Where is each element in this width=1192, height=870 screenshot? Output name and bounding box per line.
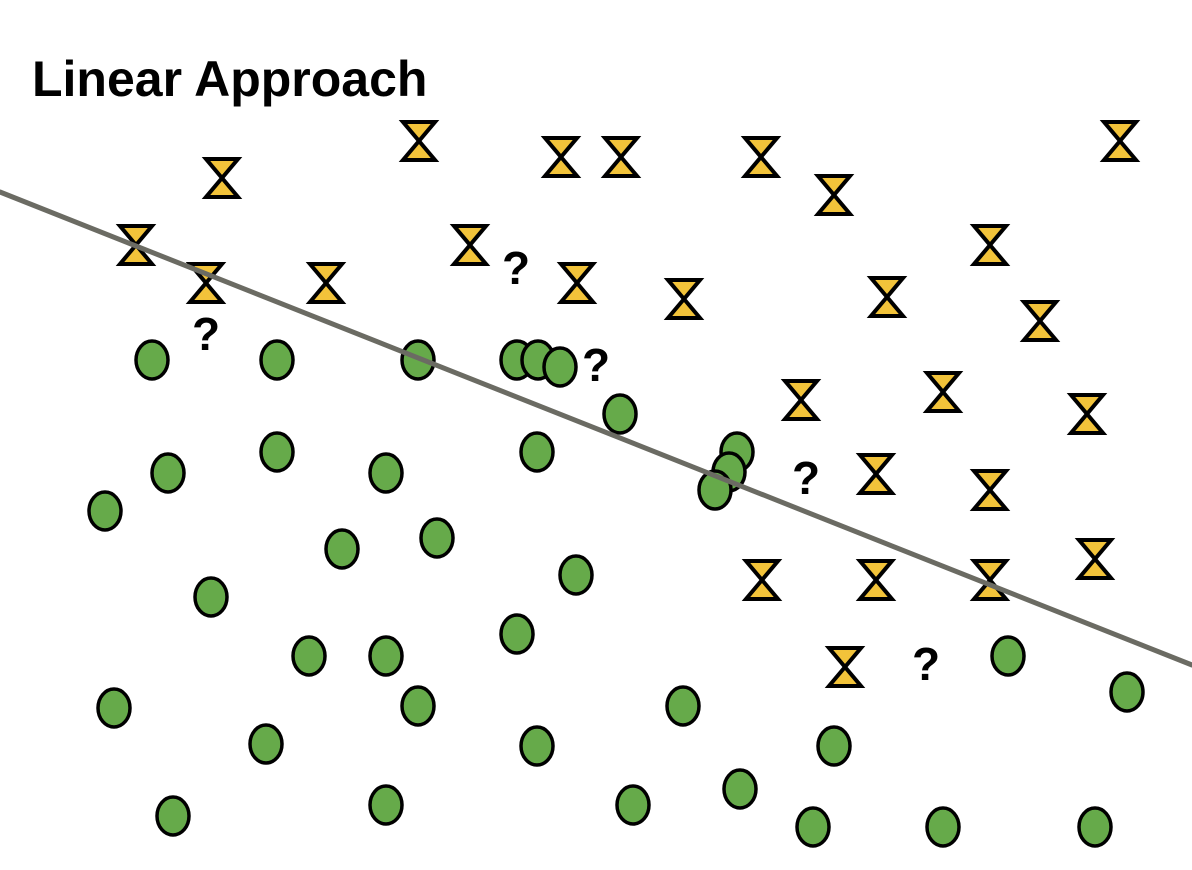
hourglass-point [969,469,1011,511]
hourglass-point [201,157,243,199]
hourglass-point [1066,393,1108,435]
hourglass-point [1019,300,1061,342]
circle-point [542,346,578,388]
circle-point [499,613,535,655]
circle-point [150,452,186,494]
hourglass-point [969,224,1011,266]
unknown-point: ? [912,638,940,690]
circle-points-group [87,339,1145,848]
hourglass-point [1074,538,1116,580]
circle-point [368,452,404,494]
hourglass-point [556,262,598,304]
hourglass-point [663,278,705,320]
unknown-point: ? [792,452,820,504]
circle-point [1109,671,1145,713]
unknown-point: ? [582,339,610,391]
hourglass-point [540,136,582,178]
circle-point [615,784,651,826]
circle-point [368,635,404,677]
circle-point [259,339,295,381]
circle-point [155,795,191,837]
hourglass-point [740,136,782,178]
hourglass-point [922,371,964,413]
hourglass-point [449,224,491,266]
circle-point [259,431,295,473]
unknown-point: ? [192,308,220,360]
hourglass-point [813,174,855,216]
unknown-point: ? [502,242,530,294]
circle-point [400,685,436,727]
circle-point [602,393,638,435]
circle-point [925,806,961,848]
circle-point [990,635,1026,677]
hourglass-point [398,120,440,162]
circle-point [816,725,852,767]
hourglass-point [866,276,908,318]
circle-point [795,806,831,848]
circle-point [324,528,360,570]
diagram-title: Linear Approach [32,51,427,107]
circle-point [368,784,404,826]
circle-point [134,339,170,381]
hourglass-point [741,559,783,601]
circle-point [87,490,123,532]
circle-point [291,635,327,677]
circle-point [1077,806,1113,848]
hourglass-point [780,379,822,421]
hourglass-point [305,262,347,304]
hourglass-point [855,453,897,495]
hourglass-point [855,559,897,601]
hourglass-point [1099,120,1141,162]
circle-point [558,554,594,596]
circle-point [519,725,555,767]
circle-point [248,723,284,765]
decision-boundary-line [0,189,1192,668]
hourglass-points-group [115,120,1141,688]
circle-point [722,768,758,810]
circle-point [96,687,132,729]
circle-point [519,431,555,473]
unknown-points-group: ????? [192,242,940,690]
circle-point [193,576,229,618]
hourglass-point [185,262,227,304]
circle-point [665,685,701,727]
circle-point [419,517,455,559]
hourglass-point [824,646,866,688]
hourglass-point [600,136,642,178]
